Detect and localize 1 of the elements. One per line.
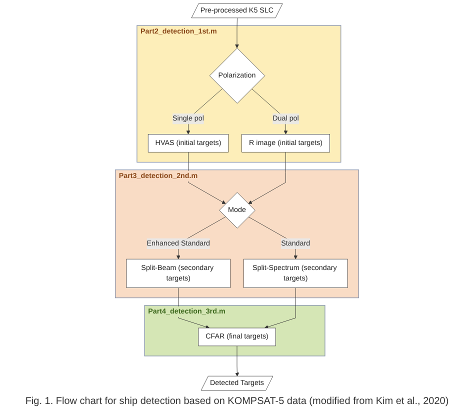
figure-caption: Fig. 1. Flow chart for ship detection based on KOMPSAT-5 data (modified from Kim et al., 2020) [24,395,450,409]
